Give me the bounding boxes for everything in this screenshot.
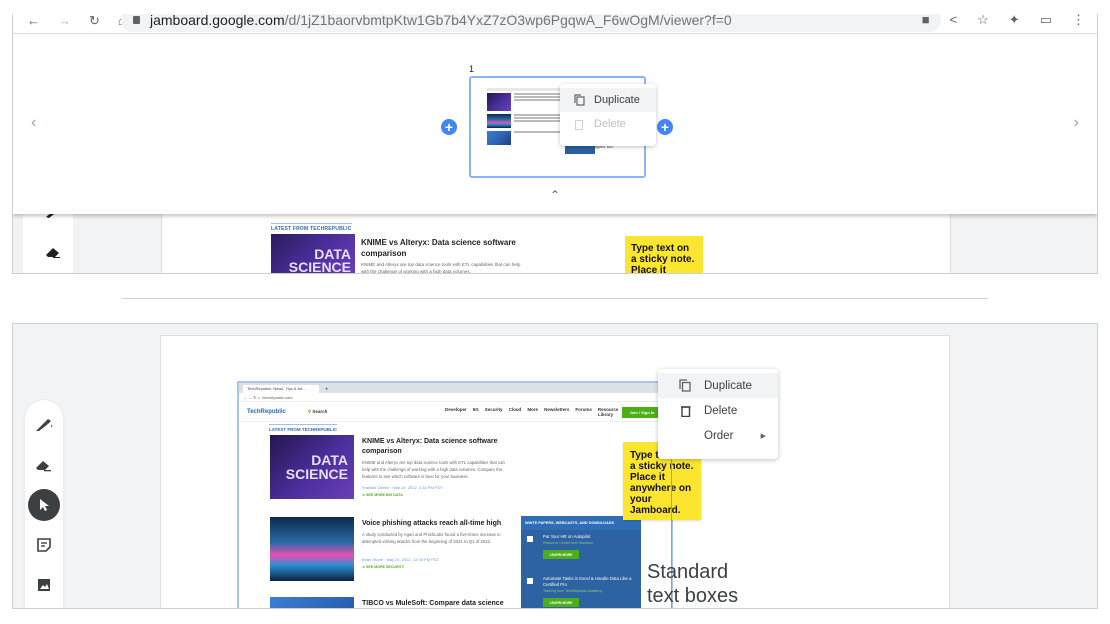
jamboard-canvas-screenshot: TechRepublic: News, Tips & Ad... + ← → ↻… — [12, 323, 1098, 609]
star-icon[interactable]: ☆ — [977, 14, 989, 27]
menu-item-order[interactable]: Order ▶ — [704, 429, 766, 442]
latest-label: LATEST FROM TECHREPUBLIC — [271, 223, 352, 232]
menu-item-delete[interactable]: Delete — [560, 112, 656, 136]
new-tab-icon: + — [325, 387, 329, 393]
url-path: /d/1jZ1baorvbmtpKtw1Gb7b4YxZ7zO3wp6PgqwA… — [284, 14, 732, 28]
article-title: KNIME vs Alteryx: Data science software … — [361, 238, 516, 258]
chevron-right-icon[interactable]: › — [1073, 114, 1079, 131]
url-host: jamboard.google.com — [150, 14, 285, 28]
browser-toolbar: ← → ↻ ⌂ jamboard.google.com/d/1jZ1baorvb… — [13, 14, 1097, 34]
extensions-icon[interactable]: ✦ — [1008, 14, 1020, 27]
jamboard-frames-view-screenshot: ← → ↻ ⌂ jamboard.google.com/d/1jZ1baorvb… — [12, 14, 1098, 274]
embedded-tab-strip: TechRepublic: News, Tips & Ad... + — [239, 383, 671, 393]
embedded-address-bar: ← → ↻ ⌂ techrepublic.com — [239, 393, 671, 402]
browser-actions: ■ < ☆ ✦ ▭ ⋮ — [922, 14, 1085, 28]
toolbar-partial — [23, 204, 73, 273]
chevron-left-icon[interactable]: ‹ — [31, 114, 37, 131]
add-frame-after-button[interactable]: + — [657, 119, 673, 135]
alignment-guide — [671, 442, 672, 608]
frame-number: 1 — [469, 64, 475, 74]
back-icon[interactable]: ← — [27, 14, 40, 28]
share-icon[interactable]: < — [949, 14, 958, 27]
article-desc: KNIME and Alteryx are top data science t… — [361, 262, 521, 274]
tool-bar — [25, 400, 63, 608]
divider — [122, 298, 988, 299]
submenu-arrow-icon: ▶ — [760, 432, 766, 440]
frames-panel: ‹ › 1 Standard text boxes can be typed, … — [13, 34, 1097, 214]
copy-icon — [678, 379, 692, 392]
sidepanel-icon[interactable]: ▭ — [1039, 14, 1052, 27]
site-search: ⚲ Search — [307, 408, 328, 414]
white-paper-item: Automate Tasks in Excel & Handle Data Li… — [521, 572, 641, 608]
chevron-up-icon[interactable]: ⌃ — [550, 188, 561, 202]
forward-icon[interactable]: → — [58, 14, 71, 28]
menu-item-duplicate[interactable]: Duplicate — [560, 88, 656, 112]
article-image: DATA SCIENCE — [271, 234, 355, 273]
tool-sticky-note[interactable] — [25, 528, 63, 562]
add-frame-before-button[interactable]: + — [441, 119, 457, 135]
frame-context-menu: Duplicate Delete — [560, 84, 656, 146]
article-image — [270, 517, 354, 581]
sticky-note-partial[interactable]: Type text on a sticky note. Place it — [625, 236, 703, 273]
more-icon[interactable]: ⋮ — [1072, 14, 1085, 27]
trash-icon — [678, 405, 692, 417]
article-image: DATA SCIENCE — [270, 435, 354, 499]
article-image — [270, 597, 354, 608]
cursor-icon — [40, 499, 49, 511]
reload-icon[interactable]: ↻ — [89, 14, 100, 28]
menu-item-duplicate[interactable]: Duplicate — [658, 373, 778, 398]
pen-icon — [36, 419, 53, 431]
text-box[interactable]: Standard text boxes — [647, 561, 739, 607]
latest-label: LATEST FROM TECHREPUBLIC — [269, 424, 338, 432]
address-bar[interactable]: jamboard.google.com/d/1jZ1baorvbmtpKtw1G… — [121, 14, 941, 32]
lock-icon — [133, 16, 140, 24]
embedded-tab: TechRepublic: News, Tips & Ad... — [243, 385, 319, 393]
site-join-button: Join / Sign In — [622, 407, 662, 418]
copy-icon — [572, 94, 586, 106]
embedded-screenshot[interactable]: TechRepublic: News, Tips & Ad... + ← → ↻… — [237, 381, 673, 608]
trash-icon — [572, 119, 586, 130]
tool-image[interactable] — [25, 568, 63, 602]
menu-item-delete[interactable]: Delete — [658, 398, 778, 423]
white-papers-box: WHITE PAPERS, WEBCASTS, AND DOWNLOADS Pu… — [521, 516, 641, 608]
eraser-icon[interactable] — [45, 246, 61, 258]
tool-select[interactable] — [25, 488, 63, 522]
sticky-note-icon — [37, 538, 51, 552]
site-logo: TechRepublic — [247, 408, 286, 415]
camera-icon[interactable]: ■ — [921, 14, 930, 27]
object-context-menu: Duplicate Delete Order ▶ — [658, 369, 778, 459]
eraser-icon — [36, 461, 51, 472]
browser-nav: ← → ↻ ⌂ — [27, 14, 126, 29]
tool-eraser[interactable] — [25, 448, 63, 482]
image-icon — [38, 579, 50, 591]
board-underlay: LATEST FROM TECHREPUBLIC DATA SCIENCE KN… — [13, 204, 1097, 274]
tool-pen[interactable] — [25, 408, 63, 442]
